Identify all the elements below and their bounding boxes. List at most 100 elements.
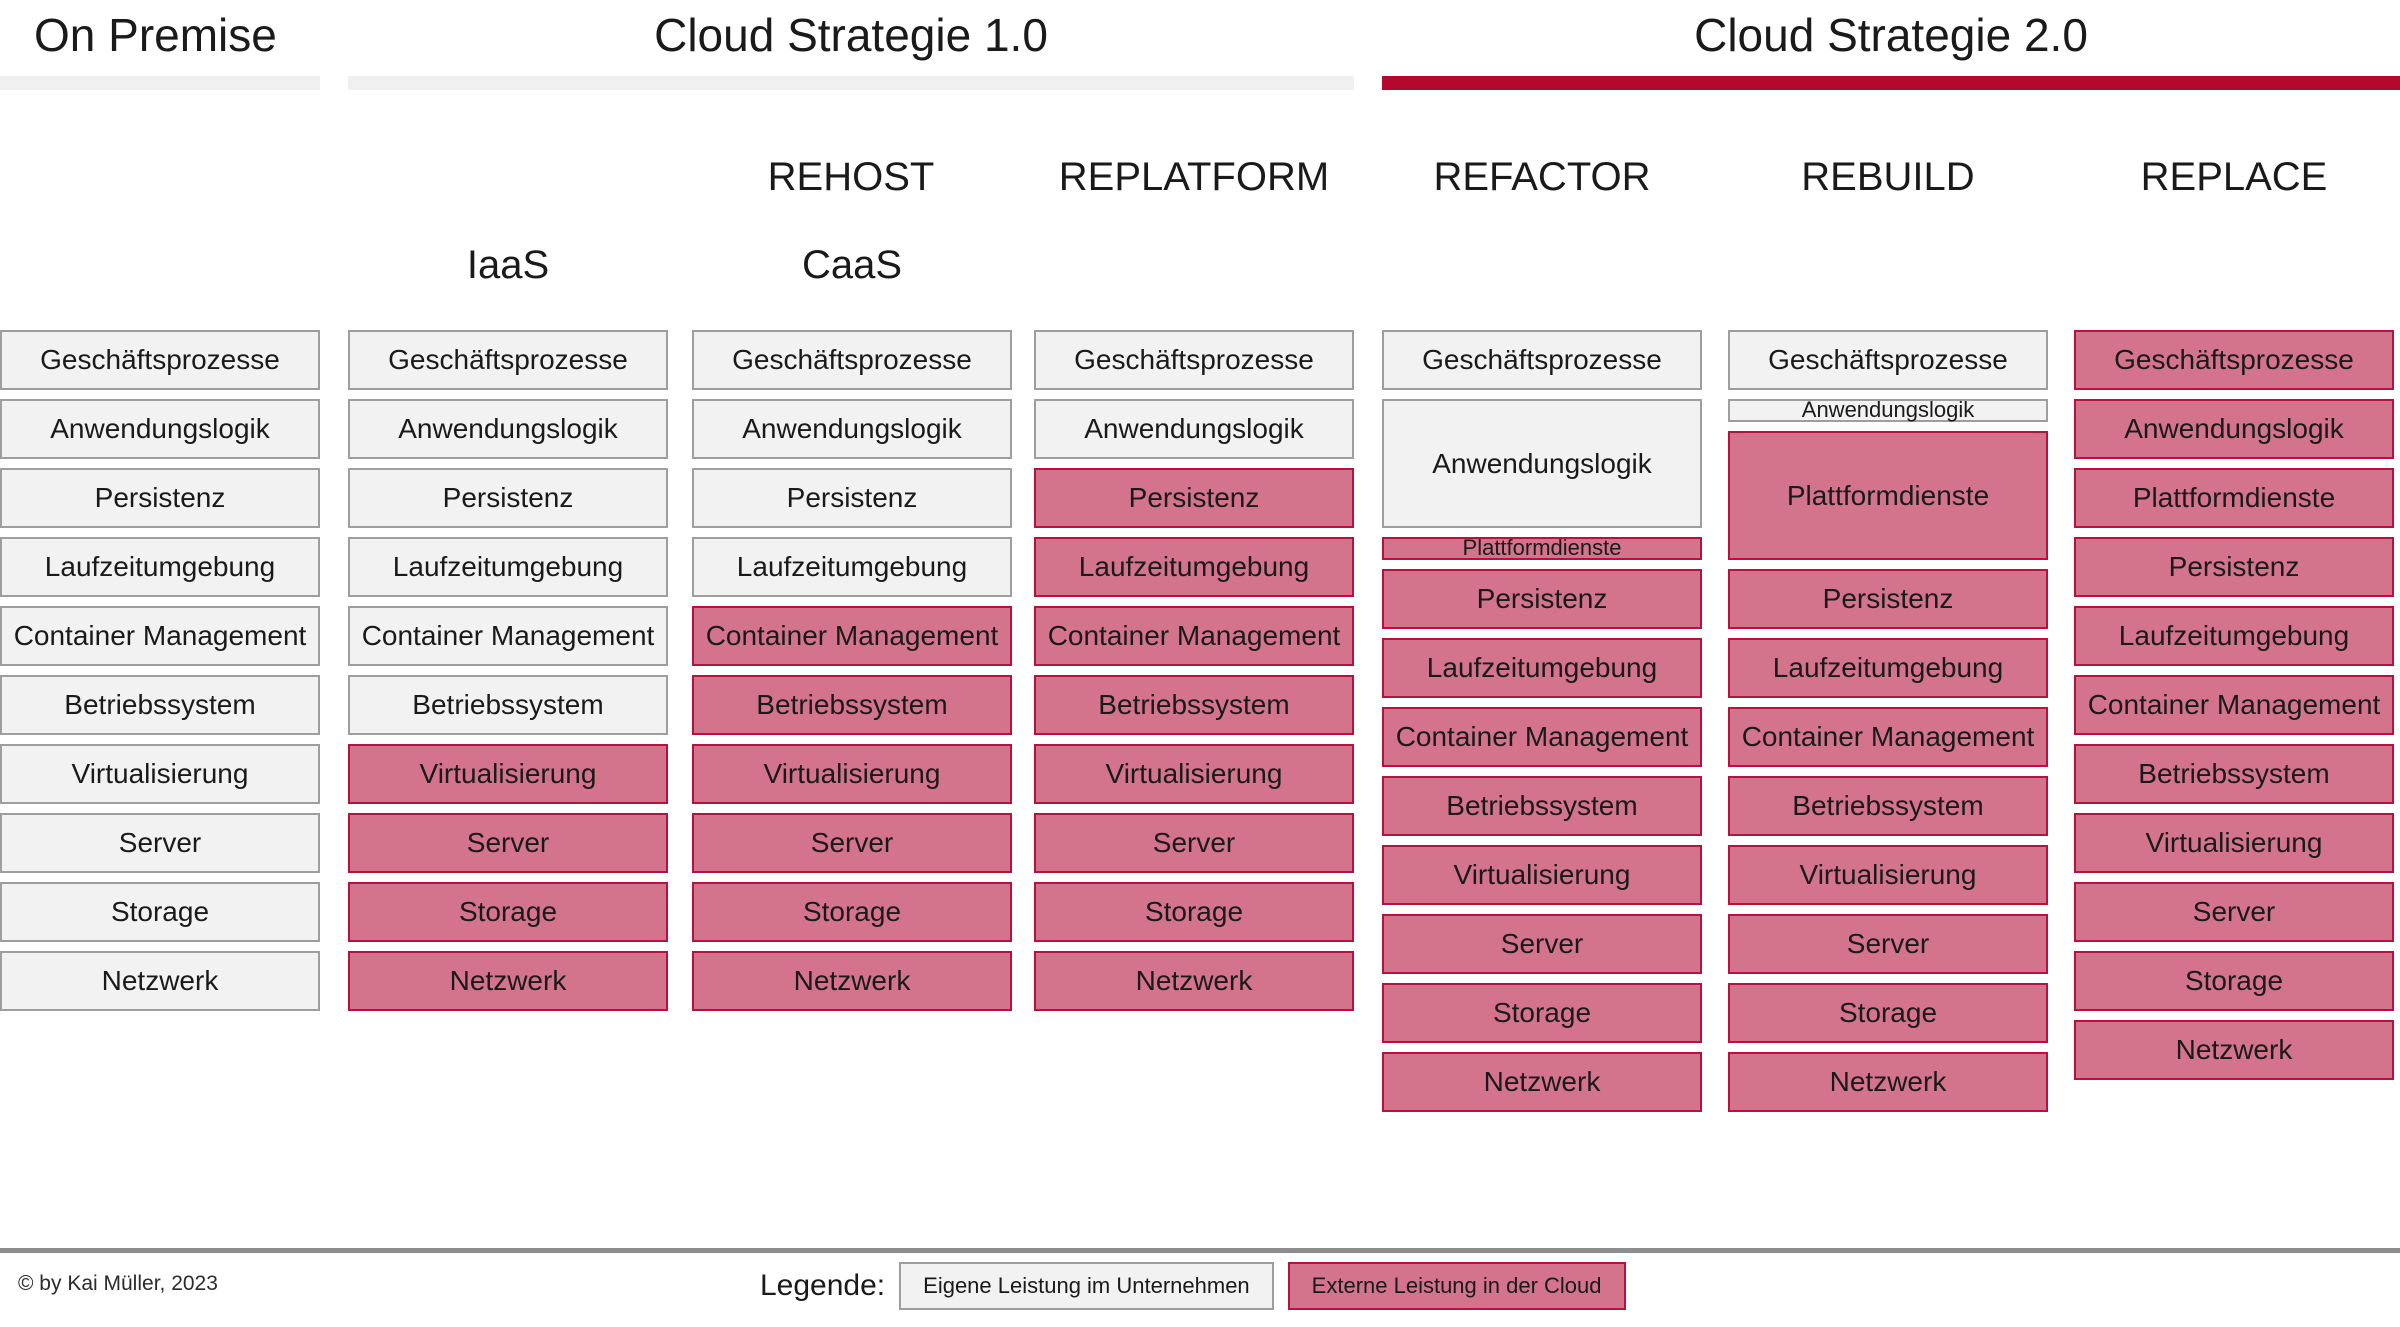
- layer-box: Betriebssystem: [1728, 775, 2048, 836]
- layer-label: Netzwerk: [1135, 965, 1253, 997]
- layer-box: Storage: [2074, 951, 2394, 1011]
- layer-label: Geschäftsprozesse: [1422, 344, 1662, 376]
- layer-label: Betriebssystem: [1446, 790, 1638, 822]
- layer-box: Virtualisierung: [0, 744, 320, 804]
- layer-label: Container Management: [1047, 620, 1341, 652]
- layer-label: Betriebssystem: [412, 689, 604, 721]
- layer-box: Container Management: [692, 606, 1012, 666]
- layer-box: Persistenz: [1728, 568, 2048, 629]
- legend-chip-cloud: Externe Leistung in der Cloud: [1287, 1262, 1626, 1310]
- layer-box: Netzwerk: [1728, 1051, 2048, 1112]
- layer-label: Laufzeitumgebung: [1772, 652, 2004, 684]
- layer-box: Storage: [348, 882, 668, 942]
- layer-box: Container Management: [1728, 706, 2048, 767]
- layer-label: Storage: [110, 896, 210, 928]
- layer-box: Container Management: [1382, 706, 1702, 767]
- layer-box: Betriebssystem: [1382, 775, 1702, 836]
- group-header-cloud-strategie-1: Cloud Strategie 1.0: [348, 12, 1354, 90]
- layer-box: Geschäftsprozesse: [2074, 330, 2394, 390]
- layer-label: Server: [1500, 928, 1584, 960]
- layer-box: Geschäftsprozesse: [348, 330, 668, 390]
- layer-label: Geschäftsprozesse: [388, 344, 628, 376]
- layer-box: Geschäftsprozesse: [1034, 330, 1354, 390]
- layer-label: Anwendungslogik: [2124, 413, 2344, 445]
- layer-label: Storage: [1492, 997, 1592, 1029]
- layer-label: Virtualisierung: [2145, 827, 2323, 859]
- strategy-header-rehost: REHOST: [767, 155, 935, 199]
- layer-label: Storage: [458, 896, 558, 928]
- layer-box: Netzwerk: [1034, 951, 1354, 1011]
- layer-box: Virtualisierung: [2074, 813, 2394, 873]
- layer-label: Betriebssystem: [756, 689, 948, 721]
- service-model-header-caas: CaaS: [801, 243, 903, 287]
- layer-label: Geschäftsprozesse: [1074, 344, 1314, 376]
- layer-box: Anwendungslogik: [692, 399, 1012, 459]
- strategy-header-refactor: REFACTOR: [1433, 155, 1651, 199]
- strategy-header-replatform: REPLATFORM: [1058, 155, 1330, 199]
- layer-box: Anwendungslogik: [1382, 399, 1702, 528]
- layer-box: Laufzeitumgebung: [692, 537, 1012, 597]
- legend-chip-internal: Eigene Leistung im Unternehmen: [899, 1262, 1274, 1310]
- layer-box: Laufzeitumgebung: [1034, 537, 1354, 597]
- layer-label: Virtualisierung: [71, 758, 249, 790]
- layer-label: Geschäftsprozesse: [40, 344, 280, 376]
- layer-label: Plattformdienste: [1786, 479, 1990, 511]
- strategy-header-replace: REPLACE: [2140, 155, 2328, 199]
- layer-label: Geschäftsprozesse: [732, 344, 972, 376]
- layer-label: Betriebssystem: [2138, 758, 2330, 790]
- layer-box: Plattformdienste: [1382, 535, 1702, 560]
- layer-label: Anwendungslogik: [1432, 447, 1652, 479]
- layer-box: Server: [0, 813, 320, 873]
- layer-box: Server: [1034, 813, 1354, 873]
- layer-label: Storage: [1838, 997, 1938, 1029]
- layer-label: Betriebssystem: [1792, 790, 1984, 822]
- layer-box: Storage: [0, 882, 320, 942]
- layer-box: Plattformdienste: [1728, 430, 2048, 560]
- layer-label: Laufzeitumgebung: [44, 551, 276, 583]
- layer-label: Storage: [802, 896, 902, 928]
- layer-box: Laufzeitumgebung: [0, 537, 320, 597]
- layer-label: Betriebssystem: [64, 689, 256, 721]
- group-title-on-premise: On Premise: [34, 9, 277, 61]
- layer-label: Netzwerk: [793, 965, 911, 997]
- layer-box: Geschäftsprozesse: [0, 330, 320, 390]
- layer-label: Virtualisierung: [1799, 859, 1977, 891]
- layer-box: Container Management: [2074, 675, 2394, 735]
- layer-box: Geschäftsprozesse: [1728, 330, 2048, 390]
- layer-label: Persistenz: [1476, 583, 1608, 615]
- layer-label: Netzwerk: [1829, 1066, 1947, 1098]
- layer-box: Storage: [1382, 982, 1702, 1043]
- layer-box: Netzwerk: [692, 951, 1012, 1011]
- layer-box: Laufzeitumgebung: [1728, 637, 2048, 698]
- layer-box: Server: [1382, 913, 1702, 974]
- layer-label: Container Management: [2087, 689, 2381, 721]
- layer-box: Laufzeitumgebung: [1382, 637, 1702, 698]
- layer-label: Persistenz: [1128, 482, 1260, 514]
- layer-box: Netzwerk: [1382, 1051, 1702, 1112]
- layer-box: Persistenz: [692, 468, 1012, 528]
- layer-label: Server: [1152, 827, 1236, 859]
- layer-label: Anwendungslogik: [742, 413, 962, 445]
- layer-box: Anwendungslogik: [1034, 399, 1354, 459]
- layer-box: Server: [348, 813, 668, 873]
- group-bar-on-premise: [0, 76, 320, 90]
- layer-label: Anwendungslogik: [1801, 397, 1975, 423]
- layer-box: Betriebssystem: [0, 675, 320, 735]
- layer-box: Storage: [692, 882, 1012, 942]
- layer-label: Persistenz: [786, 482, 918, 514]
- layer-label: Plattformdienste: [2132, 482, 2336, 514]
- layer-label: Container Management: [1741, 721, 2035, 753]
- layer-box: Storage: [1728, 982, 2048, 1043]
- layer-box: Netzwerk: [2074, 1020, 2394, 1080]
- layer-box: Betriebssystem: [348, 675, 668, 735]
- layer-box: Server: [1728, 913, 2048, 974]
- layer-box: Server: [2074, 882, 2394, 942]
- layer-label: Container Management: [1395, 721, 1689, 753]
